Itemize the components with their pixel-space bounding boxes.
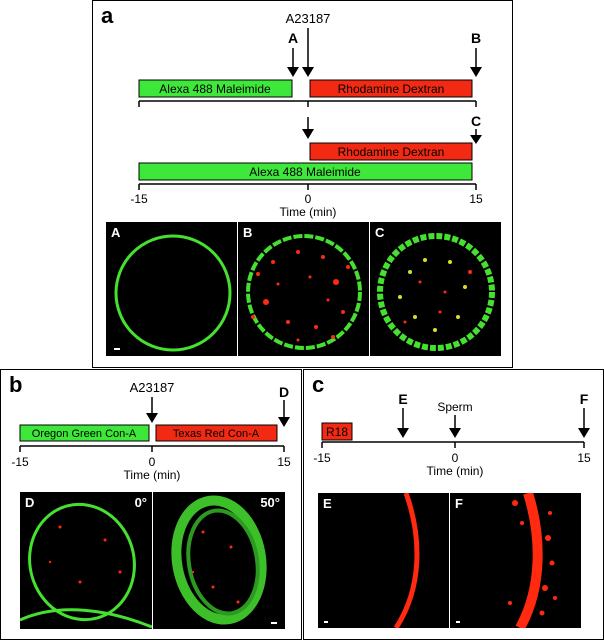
panel-a: a A23187 A B Alexa 488 Maleimide Rhodami… — [92, 0, 513, 368]
tick-label-min: -15 — [313, 451, 331, 465]
drug-arrow-head — [302, 67, 314, 77]
tick-label-min: -15 — [11, 455, 29, 469]
row2-green-label: Alexa 488 Maleimide — [249, 165, 361, 179]
arrow-A-label: A — [288, 30, 298, 46]
micrograph-D-50deg-image — [171, 495, 267, 625]
micrograph-A-label: A — [111, 225, 121, 240]
r18-box — [321, 422, 353, 441]
row1-green-label: Alexa 488 Maleimide — [159, 82, 271, 96]
panel-c-label: c — [312, 372, 325, 397]
arrow-E-head — [397, 428, 409, 438]
tick-label-max: 15 — [277, 455, 291, 469]
tick-label-max: 15 — [469, 192, 483, 206]
tick-label-max: 15 — [577, 451, 591, 465]
green-bar-label: Oregon Green Con-A — [32, 428, 137, 440]
micrograph-E-label: E — [323, 496, 332, 511]
tick-label-zero: 0 — [149, 455, 156, 469]
row2-drug-arrow-head — [302, 129, 314, 139]
scale-bar — [456, 621, 460, 623]
panel-b: b A23187 D Oregon Green Con-A Texas Red … — [0, 369, 302, 640]
membrane-ring-inner — [186, 508, 260, 616]
row1-red-bar — [309, 79, 473, 98]
micrograph-B: B — [238, 222, 369, 356]
arrow-B-label: B — [471, 30, 481, 46]
scale-bar — [324, 621, 328, 623]
green-bar — [19, 424, 150, 442]
micrograph-A-image — [114, 234, 232, 352]
membrane-arc — [393, 493, 420, 628]
red-bar — [155, 424, 278, 442]
angle-0-label: 0° — [134, 495, 147, 510]
arrow-F-head — [578, 428, 590, 438]
axis-label: Time (min) — [280, 205, 337, 219]
sperm-arrow-head — [449, 428, 461, 438]
row2-red-label: Rhodamine Dextran — [338, 145, 445, 159]
micrograph-A: A — [106, 222, 237, 356]
panel-b-timeline: A23187 D Oregon Green Con-A Texas Red Co… — [11, 380, 291, 482]
scale-bar — [271, 622, 277, 624]
panel-c-timeline: R18 E Sperm F -15 0 15 Time (min) — [313, 391, 591, 478]
arrow-D-head — [278, 417, 290, 427]
row2-green-bar — [138, 162, 473, 181]
r18-label: R18 — [326, 425, 348, 439]
arrow-A-head — [287, 67, 299, 77]
arrow-C-head — [470, 135, 482, 144]
tick-label-min: -15 — [130, 192, 148, 206]
membrane-tail — [20, 608, 152, 629]
micrograph-E: E — [318, 493, 449, 628]
row2-red-bar — [309, 142, 473, 161]
arrow-F-label: F — [580, 391, 589, 407]
panel-a-label: a — [101, 3, 114, 28]
micrograph-F-image — [508, 493, 557, 628]
micrograph-D-50deg: 50° — [153, 492, 285, 629]
tick-label-zero: 0 — [452, 451, 459, 465]
red-puncta — [508, 500, 557, 616]
red-bar-label: Texas Red Con-A — [173, 428, 260, 440]
membrane-ring — [114, 234, 232, 352]
red-puncta — [251, 250, 350, 342]
arrow-E-label: E — [398, 391, 407, 407]
yellow-puncta — [398, 258, 467, 332]
arrow-B-head — [470, 67, 482, 77]
membrane-ring — [28, 502, 136, 622]
row1-red-label: Rhodamine Dextran — [338, 82, 445, 96]
micrograph-B-label: B — [243, 225, 253, 240]
row1-green-bar — [138, 79, 293, 98]
panel-c: c R18 E Sperm F -15 0 15 Time (min) E — [303, 369, 604, 640]
micrograph-D-label: D — [25, 495, 35, 510]
micrograph-C: C — [370, 222, 501, 356]
arrow-D-label: D — [279, 384, 289, 400]
scale-bar — [114, 348, 120, 350]
micrograph-C-label: C — [375, 225, 385, 240]
red-puncta — [48, 525, 122, 584]
drug-arrow-head — [146, 413, 158, 423]
micrograph-C-image — [377, 233, 495, 351]
micrograph-D-0deg-image — [20, 502, 152, 629]
micrograph-F: F — [450, 493, 581, 628]
micrograph-B-image — [246, 234, 362, 350]
angle-50-label: 50° — [260, 495, 280, 510]
panel-a-timeline: A23187 A B Alexa 488 Maleimide Rhodamine… — [130, 11, 483, 219]
axis-label: Time (min) — [124, 468, 181, 482]
red-puncta — [403, 270, 472, 324]
sperm-label: Sperm — [437, 400, 472, 414]
membrane-ring — [377, 233, 495, 351]
micrograph-D-0deg: D 0° — [20, 492, 152, 629]
drug-label: A23187 — [130, 380, 175, 395]
membrane-arc — [515, 493, 543, 628]
arrow-C-label: C — [471, 113, 481, 129]
axis-label: Time (min) — [427, 464, 484, 478]
membrane-ring — [246, 234, 362, 350]
tick-label-zero: 0 — [305, 192, 312, 206]
panel-b-label: b — [9, 372, 23, 397]
membrane-ring — [171, 495, 267, 625]
micrograph-F-label: F — [455, 496, 463, 511]
drug-label: A23187 — [286, 11, 331, 26]
red-puncta — [191, 530, 240, 604]
micrograph-E-image — [393, 493, 420, 628]
